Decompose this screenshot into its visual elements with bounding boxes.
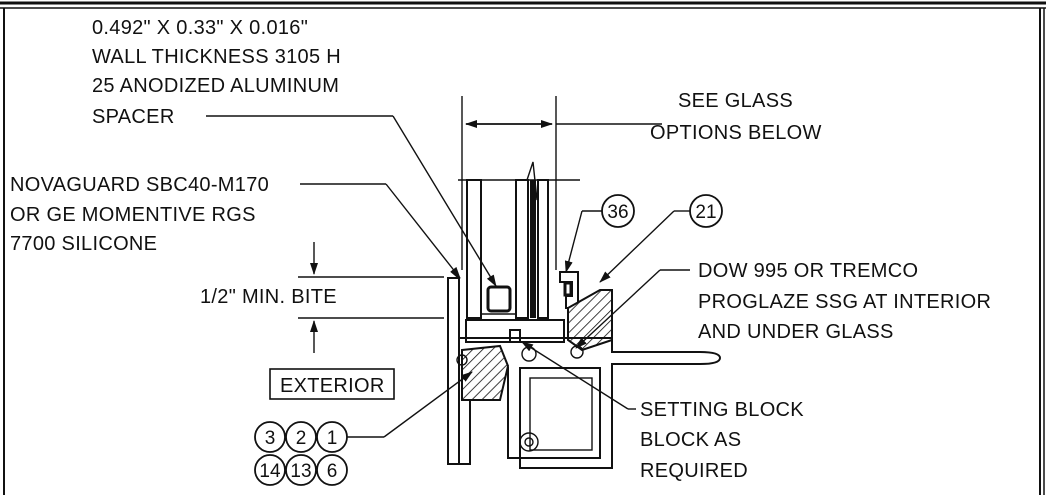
svg-text:REQUIRED: REQUIRED (640, 460, 748, 482)
svg-text:1: 1 (327, 428, 338, 449)
svg-text:OPTIONS BELOW: OPTIONS BELOW (650, 122, 822, 144)
svg-text:NOVAGUARD SBC40-M170: NOVAGUARD SBC40-M170 (10, 174, 269, 196)
glass-options-note: SEE GLASS OPTIONS BELOW (650, 90, 822, 144)
svg-text:AND UNDER GLASS: AND UNDER GLASS (698, 321, 894, 343)
callout-lower: 3 2 1 14 13 6 (254, 371, 473, 486)
mullion-section (447, 96, 722, 469)
svg-text:14: 14 (259, 461, 281, 482)
svg-text:BLOCK AS: BLOCK AS (640, 429, 741, 451)
svg-text:SEE GLASS: SEE GLASS (678, 90, 793, 112)
svg-text:EXTERIOR: EXTERIOR (280, 375, 385, 397)
exterior-label: EXTERIOR (269, 368, 395, 400)
spacer-note: 0.492" X 0.33" X 0.016" WALL THICKNESS 3… (92, 17, 497, 287)
svg-text:2: 2 (296, 428, 307, 449)
svg-text:36: 36 (607, 202, 628, 223)
svg-text:WALL THICKNESS 3105 H: WALL THICKNESS 3105 H (92, 46, 341, 68)
svg-text:7700 SILICONE: 7700 SILICONE (10, 233, 157, 255)
svg-text:21: 21 (695, 202, 716, 223)
svg-text:SPACER: SPACER (92, 106, 175, 128)
svg-text:OR GE MOMENTIVE RGS: OR GE MOMENTIVE RGS (10, 204, 256, 226)
svg-text:DOW 995 OR TREMCO: DOW 995 OR TREMCO (698, 260, 918, 282)
callout-upper: 36 21 (564, 194, 723, 283)
svg-text:SETTING BLOCK: SETTING BLOCK (640, 399, 804, 421)
silicone-note: NOVAGUARD SBC40-M170 OR GE MOMENTIVE RGS… (10, 174, 461, 279)
bite-dimension: 1/2" MIN. BITE (200, 242, 444, 353)
svg-text:6: 6 (327, 461, 338, 482)
sealant-note: DOW 995 OR TREMCO PROGLAZE SSG AT INTERI… (575, 260, 991, 349)
bite-label: 1/2" MIN. BITE (200, 286, 337, 308)
svg-text:PROGLAZE SSG AT INTERIOR: PROGLAZE SSG AT INTERIOR (698, 291, 991, 313)
setting-block-note: SETTING BLOCK BLOCK AS REQUIRED (521, 341, 804, 482)
svg-text:3: 3 (265, 428, 276, 449)
svg-text:13: 13 (290, 461, 311, 482)
svg-text:0.492" X 0.33" X 0.016": 0.492" X 0.33" X 0.016" (92, 17, 308, 39)
svg-text:25 ANODIZED ALUMINUM: 25 ANODIZED ALUMINUM (92, 75, 339, 97)
